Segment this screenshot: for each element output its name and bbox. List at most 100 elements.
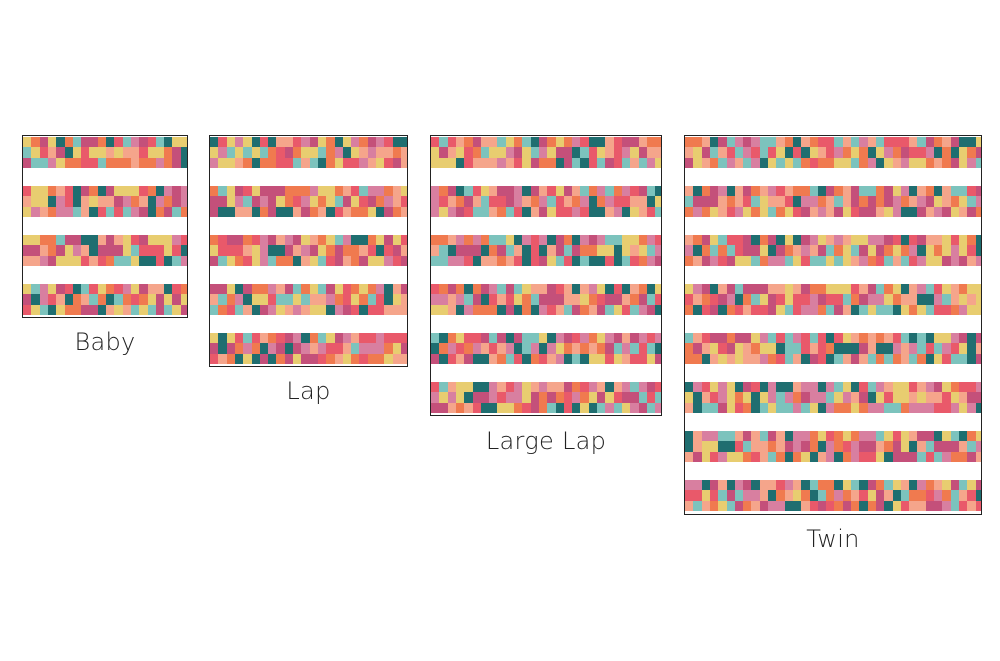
patch-cell bbox=[834, 256, 844, 266]
patch-cell bbox=[605, 354, 614, 364]
patch-cell bbox=[701, 480, 711, 490]
patch-cell bbox=[522, 245, 531, 256]
patch-cell bbox=[210, 284, 219, 294]
patch-cell bbox=[743, 158, 752, 168]
patch-cell bbox=[334, 158, 344, 168]
patch-cell bbox=[97, 186, 107, 196]
patch-cell bbox=[967, 245, 976, 256]
patch-cell bbox=[709, 245, 719, 256]
patch-cell bbox=[934, 403, 943, 413]
patch-cell bbox=[588, 392, 598, 403]
patch-cell bbox=[718, 196, 727, 207]
patch-cell bbox=[784, 343, 794, 354]
patch-cell bbox=[243, 147, 252, 158]
patch-cell bbox=[114, 186, 123, 196]
patch-cell bbox=[776, 186, 785, 196]
quilt-label-baby: Baby bbox=[74, 328, 136, 356]
patch-cell bbox=[226, 235, 236, 245]
patch-cell bbox=[726, 284, 736, 294]
patch-cell bbox=[367, 186, 377, 196]
patch-cell bbox=[81, 207, 90, 217]
patch-cell bbox=[276, 305, 286, 315]
patch-cell bbox=[538, 354, 548, 364]
patch-cell bbox=[917, 235, 927, 245]
patch-cell bbox=[293, 147, 302, 158]
patch-cell bbox=[47, 284, 57, 294]
patch-cell bbox=[613, 256, 623, 266]
patch-cell bbox=[900, 207, 910, 217]
patch-cell bbox=[826, 343, 835, 354]
patch-cell bbox=[455, 284, 465, 294]
patch-cell bbox=[693, 343, 702, 354]
patchwork-band bbox=[431, 284, 661, 315]
patch-cell bbox=[801, 343, 810, 354]
patch-cell bbox=[293, 235, 302, 245]
patch-cell bbox=[613, 235, 623, 245]
patch-cell bbox=[917, 480, 927, 490]
patch-cell bbox=[751, 501, 761, 511]
patch-cell bbox=[884, 501, 893, 511]
patch-cell bbox=[376, 343, 385, 354]
patch-cell bbox=[867, 207, 877, 217]
patch-cell bbox=[934, 158, 943, 168]
patch-cell bbox=[464, 196, 473, 207]
patch-cell bbox=[942, 354, 951, 364]
patch-cell bbox=[293, 137, 302, 147]
patch-cell bbox=[693, 235, 702, 245]
patch-cell bbox=[809, 256, 819, 266]
patch-cell bbox=[934, 147, 943, 158]
patch-cell bbox=[817, 186, 827, 196]
patchwork-band bbox=[685, 137, 981, 168]
patch-cell bbox=[934, 382, 943, 392]
patch-cell bbox=[334, 333, 344, 343]
patch-cell bbox=[351, 137, 360, 147]
patch-cell bbox=[293, 256, 302, 266]
patch-cell bbox=[317, 186, 327, 196]
patch-cell bbox=[917, 382, 927, 392]
patch-cell bbox=[958, 343, 968, 354]
patch-cell bbox=[851, 284, 860, 294]
patch-cell bbox=[776, 284, 785, 294]
patch-cell bbox=[155, 137, 165, 147]
patch-cell bbox=[155, 235, 165, 245]
patch-cell bbox=[572, 294, 581, 305]
patch-cell bbox=[359, 343, 369, 354]
patch-cell bbox=[925, 392, 935, 403]
patch-cell bbox=[139, 245, 148, 256]
patch-cell bbox=[917, 137, 927, 147]
patch-cell bbox=[942, 392, 951, 403]
patch-cell bbox=[489, 305, 498, 315]
patch-cell bbox=[734, 137, 744, 147]
patch-cell bbox=[293, 284, 302, 294]
patch-cell bbox=[759, 452, 769, 462]
patch-cell bbox=[709, 490, 719, 501]
patch-cell bbox=[259, 284, 269, 294]
patch-cell bbox=[801, 382, 810, 392]
patch-cell bbox=[613, 392, 623, 403]
patch-cell bbox=[431, 382, 440, 392]
patch-cell bbox=[114, 196, 123, 207]
patch-cell bbox=[276, 256, 286, 266]
patch-cell bbox=[776, 343, 785, 354]
patch-cell bbox=[967, 354, 976, 364]
patch-cell bbox=[164, 158, 173, 168]
patch-cell bbox=[218, 343, 227, 354]
patch-cell bbox=[759, 333, 769, 343]
patch-cell bbox=[884, 305, 893, 315]
patch-cell bbox=[743, 441, 752, 452]
patch-cell bbox=[646, 354, 656, 364]
patch-cell bbox=[472, 186, 482, 196]
patch-cell bbox=[56, 305, 65, 315]
patch-cell bbox=[875, 186, 885, 196]
patch-cell bbox=[47, 207, 57, 217]
patch-cell bbox=[472, 333, 482, 343]
patch-cell bbox=[400, 333, 407, 343]
patch-cell bbox=[23, 186, 32, 196]
patch-cell bbox=[942, 207, 951, 217]
patchwork-band bbox=[685, 382, 981, 413]
patch-cell bbox=[439, 284, 448, 294]
patch-cell bbox=[268, 284, 277, 294]
patch-cell bbox=[646, 235, 656, 245]
patchwork-band bbox=[210, 137, 407, 168]
patch-cell bbox=[31, 245, 40, 256]
